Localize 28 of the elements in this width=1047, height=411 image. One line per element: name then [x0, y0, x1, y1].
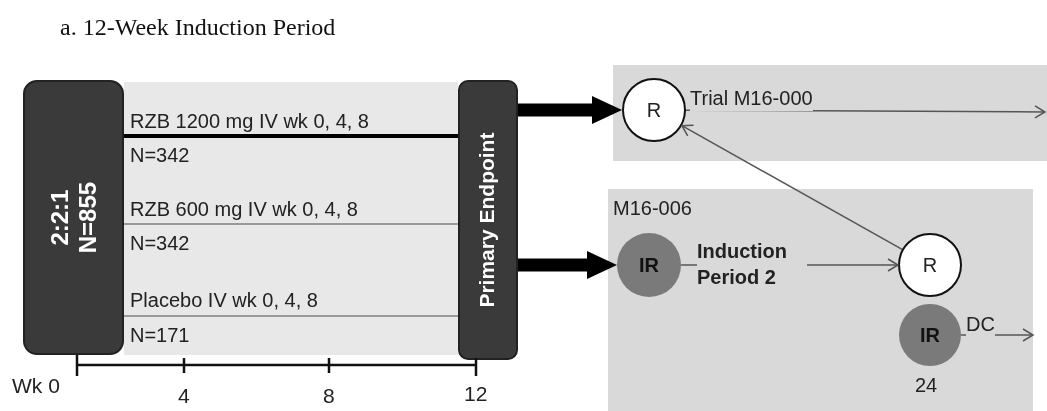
randomization-label: 2:2:1 N=855 — [45, 180, 102, 256]
trial-panel — [608, 189, 1033, 411]
panel-heading: M16-006 — [613, 197, 692, 220]
endpoint-label: Primary Endpoint — [475, 132, 500, 308]
randomization-circle — [622, 78, 686, 142]
axis-tick-label: 8 — [323, 383, 335, 409]
block-arrow — [518, 96, 622, 124]
randomization-circle — [898, 233, 962, 297]
group-size-label: N=342 — [130, 143, 190, 168]
circle-label: R — [922, 253, 938, 277]
randomization-box — [23, 80, 124, 355]
group-size-label: N=171 — [130, 323, 190, 348]
treatment-arm-line — [123, 223, 459, 225]
block-arrow — [518, 251, 617, 279]
circle-label: R — [646, 98, 662, 122]
circle-label: IR — [639, 253, 659, 277]
axis-tick-label: Wk 0 — [12, 373, 60, 399]
treatment-arm-line — [123, 315, 459, 317]
arrow — [681, 124, 903, 251]
week-label: 24 — [915, 373, 938, 398]
circle-label: IR — [920, 323, 940, 347]
trial-panel — [613, 65, 1047, 161]
treatment-arm-line — [124, 134, 458, 138]
group-size-label: N=342 — [130, 231, 190, 256]
axis-tick-label: 4 — [178, 383, 190, 409]
axis-tick-label: 12 — [464, 381, 488, 407]
figure-title: a. 12-Week Induction Period — [60, 14, 336, 41]
endpoint-box — [458, 80, 518, 360]
